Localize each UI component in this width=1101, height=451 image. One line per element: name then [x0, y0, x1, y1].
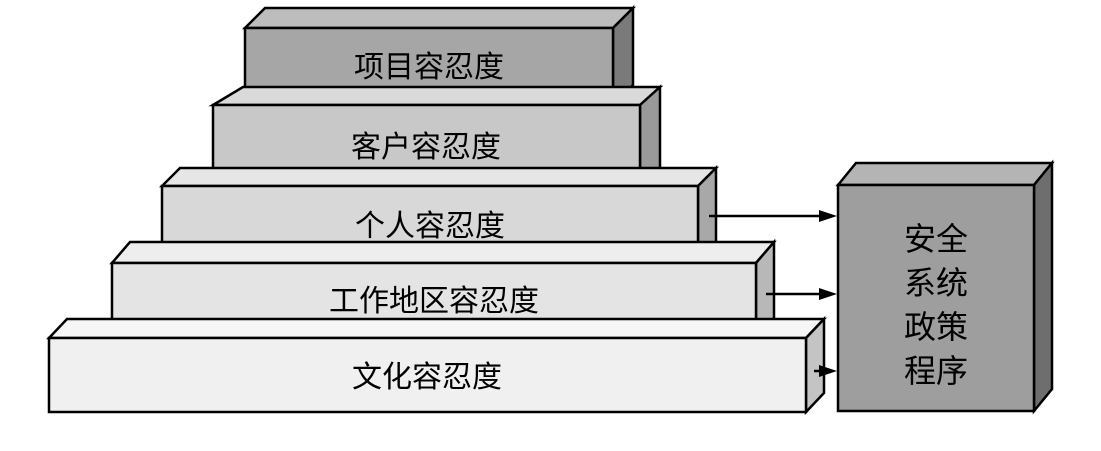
level-project-tolerance-top: [241, 6, 637, 30]
level-culture-tolerance: 文化容忍度: [46, 315, 827, 416]
level-culture-tolerance-top: [46, 317, 827, 340]
level-workplace-tolerance-label: 工作地区容忍度: [329, 284, 539, 319]
level-project-tolerance-label: 项目容忍度: [354, 50, 504, 85]
level-workplace-tolerance-top: [109, 240, 777, 265]
arrow-personal-to-policy: [709, 210, 837, 222]
security-policy-line-3: 政策: [904, 308, 968, 346]
level-customer-tolerance-label: 客户容忍度: [351, 130, 501, 165]
arrows: [709, 210, 837, 377]
level-culture-tolerance-label: 文化容忍度: [352, 360, 502, 395]
arrow-workplace-to-policy: [766, 288, 837, 300]
level-customer-tolerance-top: [208, 85, 664, 107]
level-personal-tolerance-top: [158, 166, 720, 188]
arrow-culture-to-policy: [814, 365, 837, 377]
level-customer-tolerance: 客户容忍度: [208, 84, 664, 189]
security-policy-line-1: 安全: [904, 220, 968, 258]
security-policy-box: 安全 系统 政策 程序: [835, 159, 1055, 415]
level-personal-tolerance-label: 个人容忍度: [355, 209, 505, 244]
security-policy-line-2: 系统: [904, 264, 968, 302]
security-policy-line-4: 程序: [904, 352, 968, 390]
security-policy-box-side: [1032, 159, 1054, 415]
security-policy-box-face: [836, 183, 1036, 413]
level-culture-tolerance-face: [47, 336, 808, 414]
security-policy-box-top: [835, 161, 1055, 187]
